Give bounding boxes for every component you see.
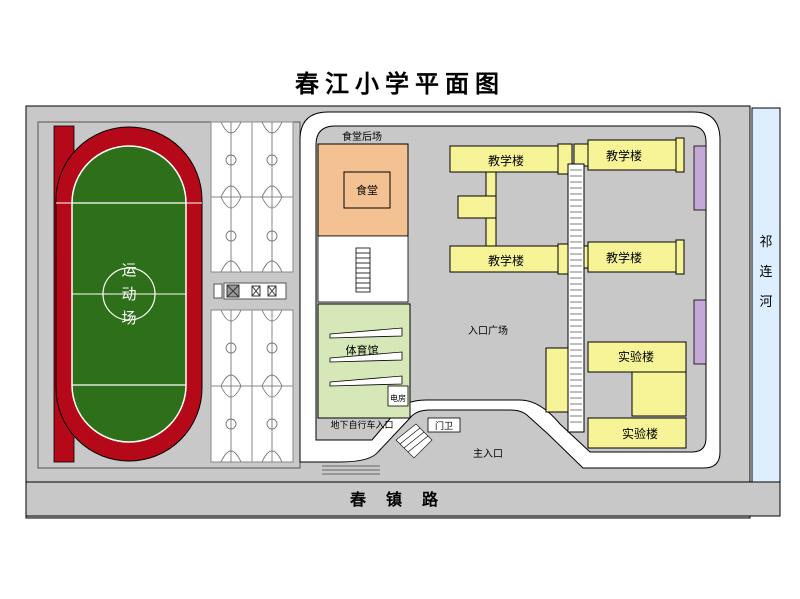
guard-label: 门卫 bbox=[435, 420, 453, 432]
river-label-2: 连 bbox=[759, 264, 772, 280]
basketball-courts-upper bbox=[210, 121, 294, 273]
river-label-3: 河 bbox=[759, 295, 772, 310]
canteen-backyard-label: 食堂后场 bbox=[342, 130, 382, 143]
entrance-gate-stairs bbox=[395, 423, 433, 459]
covered-corridor bbox=[567, 163, 585, 433]
playground-label-3: 场 bbox=[121, 309, 136, 327]
lab-building-label-1: 实验楼 bbox=[618, 349, 654, 364]
power-room-label: 电房 bbox=[390, 393, 406, 403]
canteen-label: 食堂 bbox=[356, 183, 378, 197]
road bbox=[25, 481, 781, 517]
bike-path-stripes bbox=[322, 465, 380, 475]
teaching-building-3 bbox=[573, 137, 685, 173]
lab-building-label-2: 实验楼 bbox=[622, 426, 658, 441]
stairs bbox=[355, 247, 371, 293]
river-label-1: 祁 bbox=[759, 235, 772, 250]
bike-entrance-label: 地下自行车入口 bbox=[330, 419, 393, 431]
river bbox=[751, 107, 781, 483]
gym-ramps bbox=[329, 327, 403, 387]
lab-building-2 bbox=[587, 417, 687, 449]
teaching-building-label-3: 教学楼 bbox=[606, 148, 642, 163]
purple-strip-bottom bbox=[693, 299, 707, 365]
equipment-strip bbox=[213, 282, 287, 300]
basketball-courts-lower bbox=[210, 309, 294, 463]
canteen-building bbox=[343, 171, 391, 209]
purple-strip-top bbox=[693, 145, 707, 211]
field-center-circle bbox=[102, 267, 156, 321]
teaching-building-label-4: 教学楼 bbox=[606, 250, 642, 265]
road-label: 春镇路 bbox=[349, 490, 458, 509]
plaza-label: 入口广场 bbox=[468, 324, 508, 337]
teaching-building-label-1: 教学楼 bbox=[488, 153, 524, 168]
map-title: 春江小学平面图 bbox=[295, 70, 505, 98]
playground-label-1: 运 bbox=[121, 261, 136, 279]
power-room bbox=[387, 385, 409, 407]
playground-label-2: 动 bbox=[121, 285, 136, 303]
gym-label: 体育馆 bbox=[346, 343, 379, 357]
teaching-building-label-2: 教学楼 bbox=[488, 253, 524, 268]
main-entrance-label: 主入口 bbox=[473, 448, 503, 460]
lab-building-1 bbox=[545, 341, 687, 417]
guard-house bbox=[427, 417, 461, 433]
teaching-building-1 bbox=[449, 143, 573, 247]
